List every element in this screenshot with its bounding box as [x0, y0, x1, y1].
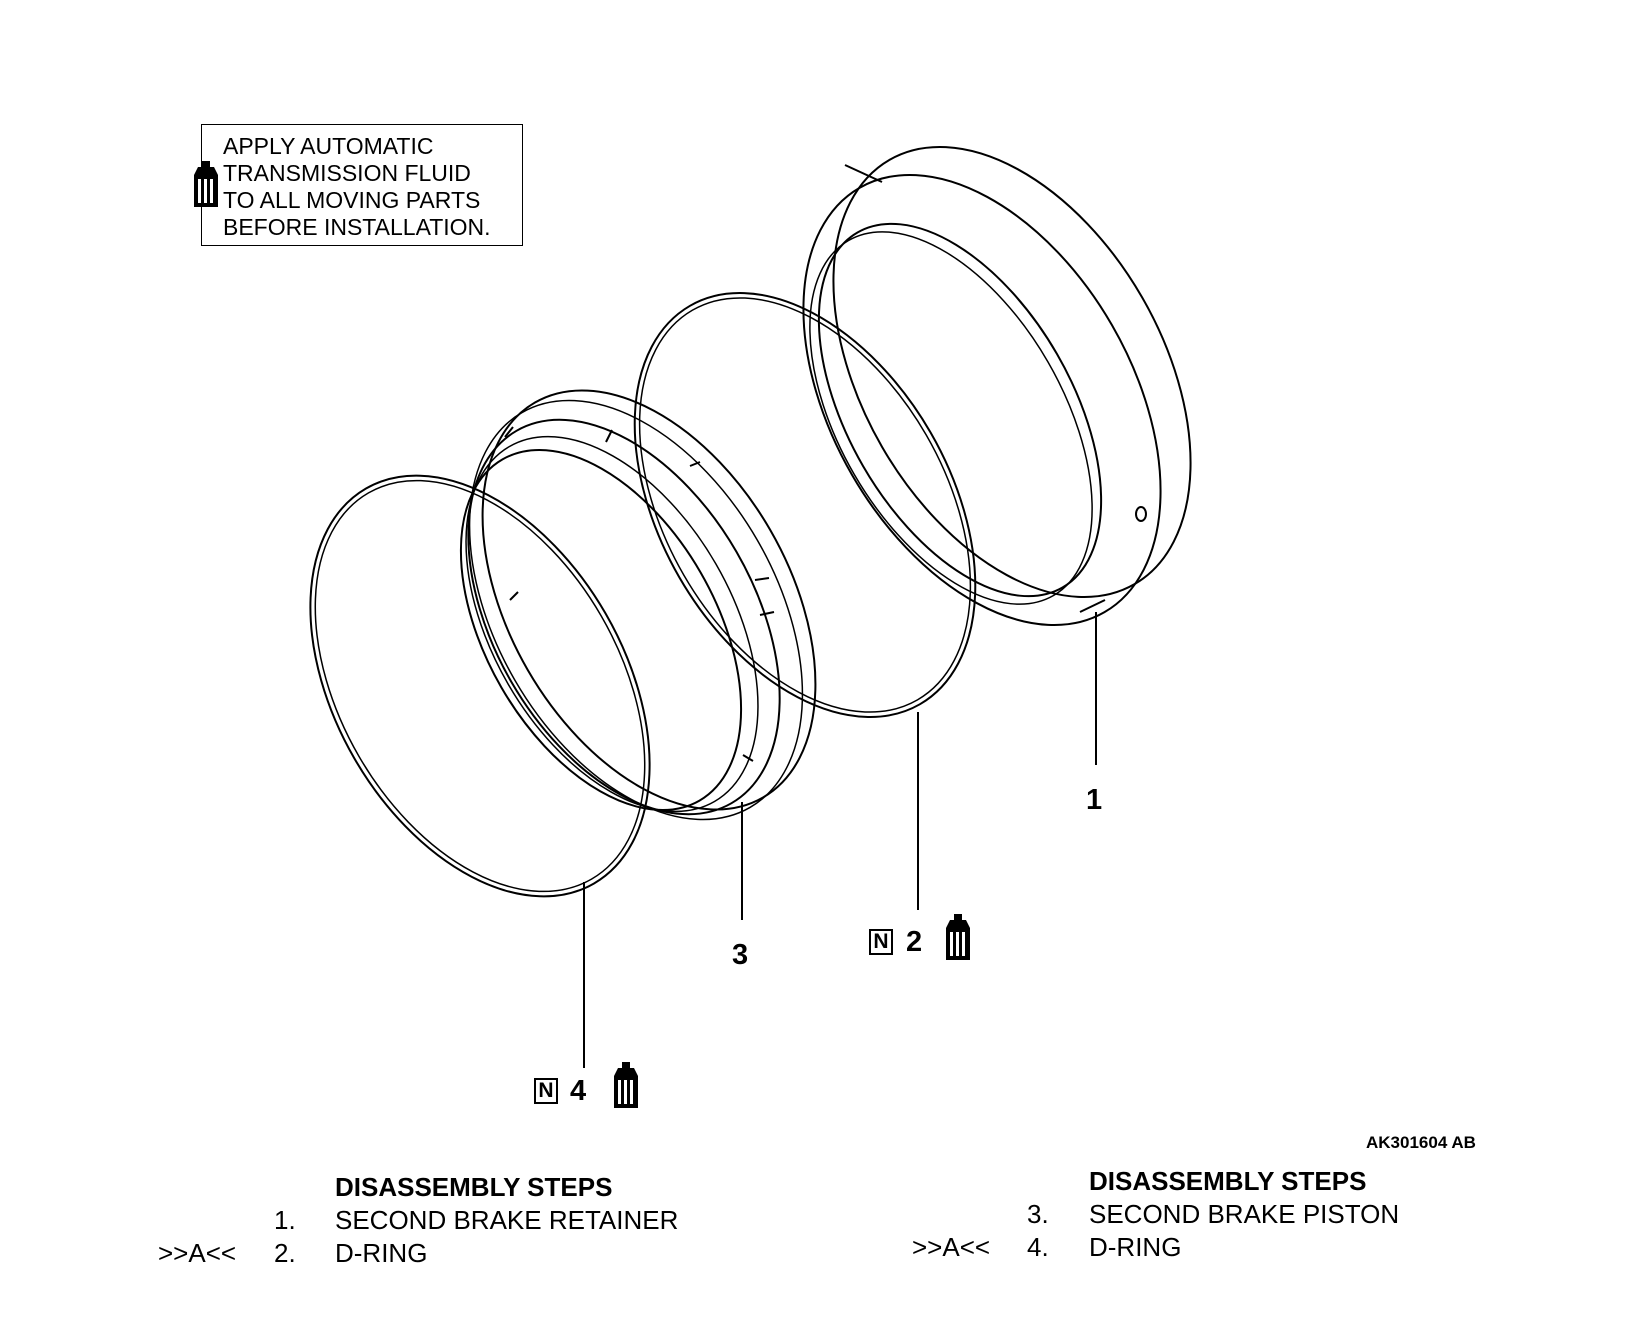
part-4-d-ring-drawing	[309, 474, 651, 898]
steps-right-title: DISASSEMBLY STEPS	[1089, 1166, 1367, 1196]
new-part-badge-2: N	[869, 929, 893, 955]
callout-2: 2	[906, 926, 923, 958]
fluid-bottle-icon	[194, 161, 218, 207]
steps-right-item-4-ref: >>A<<	[912, 1232, 991, 1262]
steps-right-item-4-label: D-RING	[1089, 1232, 1182, 1262]
figure-code: AK301604 AB	[1366, 1133, 1476, 1152]
steps-left-item-1-label: SECOND BRAKE RETAINER	[335, 1205, 679, 1235]
steps-left-item-2-label: D-RING	[335, 1238, 428, 1268]
note-line-2: TRANSMISSION FLUID	[223, 160, 471, 186]
steps-left-title: DISASSEMBLY STEPS	[335, 1172, 613, 1202]
fluid-bottle-icon	[946, 914, 970, 960]
part-2-d-ring-drawing	[633, 292, 977, 718]
note-line-1: APPLY AUTOMATIC	[223, 133, 434, 159]
note-line-3: TO ALL MOVING PARTS	[223, 187, 481, 213]
part-1-retainer-drawing	[802, 145, 1192, 627]
callout-4: 4	[570, 1075, 587, 1107]
steps-right-item-3-num: 3.	[1027, 1199, 1049, 1229]
fluid-bottle-icon	[614, 1062, 638, 1108]
steps-right-item-3-label: SECOND BRAKE PISTON	[1089, 1199, 1400, 1229]
part-3-piston-drawing	[459, 389, 817, 821]
fluid-note-box: APPLY AUTOMATIC TRANSMISSION FLUID TO AL…	[194, 124, 523, 246]
steps-left-item-2-ref: >>A<<	[158, 1238, 237, 1268]
callout-3: 3	[732, 939, 749, 971]
steps-left-item-2-num: 2.	[274, 1238, 296, 1268]
steps-right-item-4-num: 4.	[1027, 1232, 1049, 1262]
steps-left-item-1-num: 1.	[274, 1205, 296, 1235]
new-part-badge-4: N	[534, 1078, 558, 1104]
callout-1: 1	[1086, 784, 1103, 816]
note-line-4: BEFORE INSTALLATION.	[223, 214, 491, 240]
